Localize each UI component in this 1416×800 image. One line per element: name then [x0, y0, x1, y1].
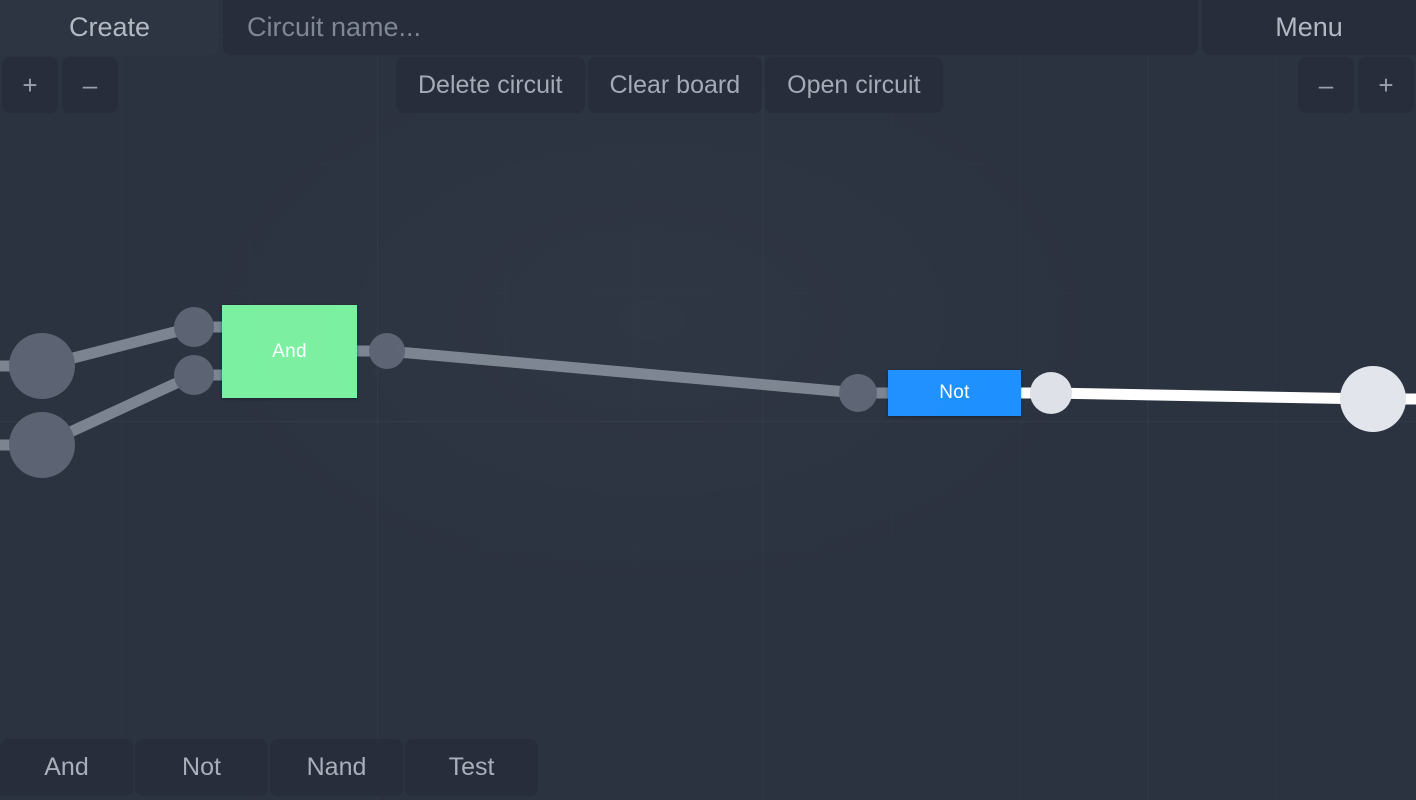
- gate-palette: And Not Nand Test: [0, 739, 538, 796]
- input-node-2[interactable]: [9, 412, 75, 478]
- gate-not[interactable]: Not: [888, 370, 1021, 416]
- wire-in1-to-pin-a[interactable]: [40, 321, 196, 372]
- top-bar: Create Menu: [0, 0, 1416, 55]
- output-node[interactable]: [1340, 366, 1406, 432]
- not-output-pin[interactable]: [1030, 372, 1072, 414]
- and-input-pin-a[interactable]: [174, 307, 214, 347]
- palette-item-nand[interactable]: Nand: [270, 739, 403, 796]
- circuit-name-input[interactable]: [223, 0, 1198, 55]
- palette-item-and[interactable]: And: [0, 739, 133, 796]
- delete-circuit-button[interactable]: Delete circuit: [396, 57, 585, 113]
- open-circuit-button[interactable]: Open circuit: [765, 57, 943, 113]
- and-output-pin[interactable]: [369, 333, 405, 369]
- and-input-pin-b[interactable]: [174, 355, 214, 395]
- clear-board-button[interactable]: Clear board: [587, 57, 763, 113]
- gate-label: And: [272, 340, 307, 362]
- wire-in2-to-pin-b[interactable]: [39, 370, 197, 450]
- zoom-out-button-left[interactable]: –: [62, 57, 118, 113]
- input-node-1[interactable]: [9, 333, 75, 399]
- create-button[interactable]: Create: [0, 0, 219, 55]
- wire-not-to-output[interactable]: [1050, 387, 1374, 405]
- wire-and-to-not[interactable]: [386, 345, 859, 399]
- palette-item-not[interactable]: Not: [135, 739, 268, 796]
- zoom-in-button-left[interactable]: +: [2, 57, 58, 113]
- secondary-toolbar: + – Delete circuit Clear board Open circ…: [0, 57, 1416, 113]
- action-button-group: Delete circuit Clear board Open circuit: [396, 57, 943, 113]
- palette-item-test[interactable]: Test: [405, 739, 538, 796]
- menu-button[interactable]: Menu: [1202, 0, 1416, 55]
- zoom-in-button-right[interactable]: +: [1358, 57, 1414, 113]
- zoom-out-button-right[interactable]: –: [1298, 57, 1354, 113]
- not-input-pin[interactable]: [839, 374, 877, 412]
- gate-and[interactable]: And: [222, 305, 357, 398]
- gate-label: Not: [939, 382, 970, 403]
